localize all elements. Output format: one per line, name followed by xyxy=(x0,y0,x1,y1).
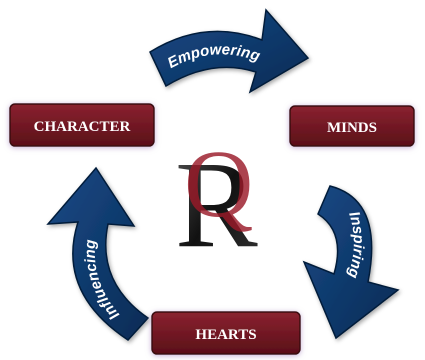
arrow-inspiring: Inspiring xyxy=(302,185,400,340)
logo-letter-q: Q xyxy=(184,130,253,237)
label-minds: MINDS xyxy=(327,120,377,136)
curved-arrow-shape xyxy=(149,8,310,94)
curved-arrow-shape xyxy=(302,185,400,340)
box-character: CHARACTER xyxy=(9,103,155,147)
box-hearts: HEARTS xyxy=(151,311,301,355)
label-inspiring: Inspiring xyxy=(344,209,366,280)
label-hearts: HEARTS xyxy=(195,327,256,343)
arrow-empowering: Empowering xyxy=(149,8,310,94)
box-minds: MINDS xyxy=(289,105,415,147)
curved-arrow-shape xyxy=(46,166,150,341)
label-character: CHARACTER xyxy=(34,119,131,135)
rq-logo: R Q xyxy=(175,130,258,273)
svg-text:Inspiring: Inspiring xyxy=(344,209,367,280)
arrow-influencing: Influencing xyxy=(46,166,150,341)
logo-letter-r: R xyxy=(175,136,258,273)
